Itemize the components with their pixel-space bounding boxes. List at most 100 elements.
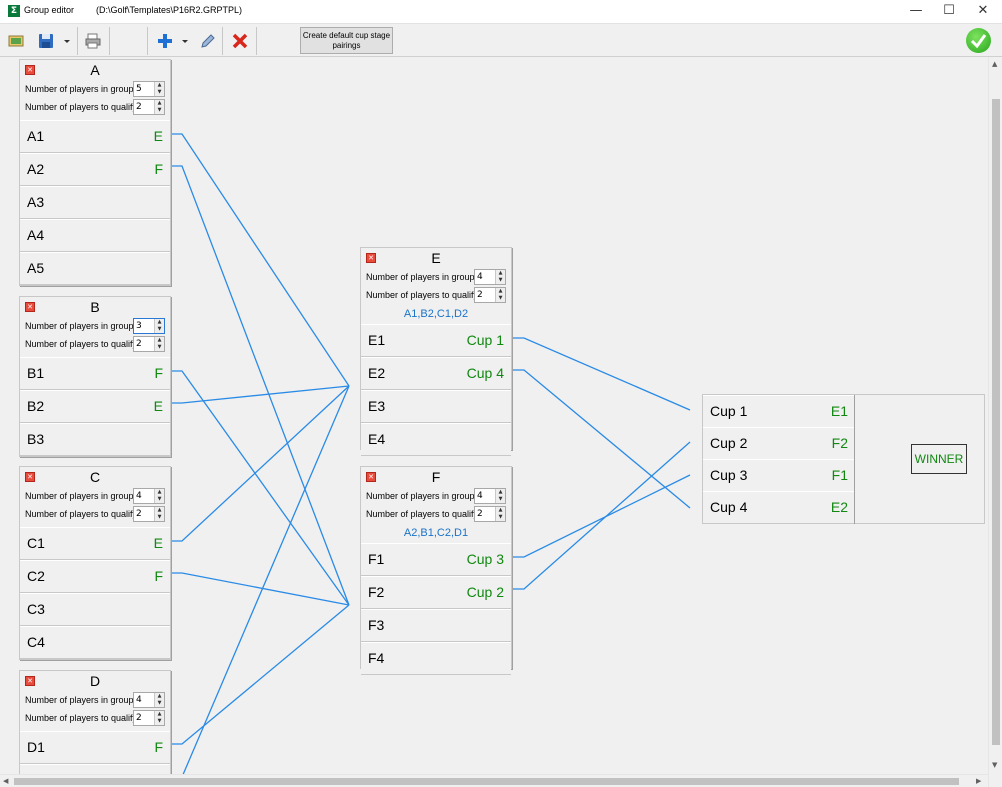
group-b: ✕ B Number of players in group: 3▲▼ Numb…	[19, 296, 171, 457]
window-file-path: (D:\Golf\Templates\P16R2.GRPTPL)	[96, 5, 243, 15]
scroll-down-icon[interactable]: ▼	[992, 761, 998, 769]
save-icon[interactable]	[38, 30, 56, 52]
player-row[interactable]: E4	[361, 423, 511, 456]
players-in-group-stepper[interactable]: 4▲▼	[474, 269, 506, 285]
title-bar: Σ Group editor (D:\Golf\Templates\P16R2.…	[0, 0, 1002, 23]
group-c: ✕ C Number of players in group: 4▲▼ Numb…	[19, 466, 171, 660]
group-e: ✕ E Number of players in group: 4▲▼ Numb…	[360, 247, 512, 456]
players-to-qualify-label: Number of players to qualify:	[25, 102, 140, 112]
group-name: B	[90, 299, 100, 315]
delete-group-icon[interactable]: ✕	[25, 65, 35, 75]
players-to-qualify-stepper[interactable]: 2▲▼	[133, 336, 165, 352]
players-in-group-stepper[interactable]: 3▲▼	[133, 318, 165, 334]
player-row[interactable]: A3	[20, 186, 170, 219]
vertical-scroll-thumb[interactable]	[992, 99, 1000, 745]
group-canvas: ✕ A Number of players in group: 5▲▼ Numb…	[0, 57, 988, 774]
horizontal-scroll-thumb[interactable]	[14, 778, 959, 785]
delete-group-icon[interactable]: ✕	[366, 472, 376, 482]
player-row[interactable]: C4	[20, 626, 170, 659]
scroll-right-icon[interactable]: ▶	[976, 777, 982, 785]
players-to-qualify-stepper[interactable]: 2▲▼	[474, 287, 506, 303]
players-to-qualify-stepper[interactable]: 2▲▼	[133, 99, 165, 115]
player-row[interactable]: C3	[20, 593, 170, 626]
maximize-button[interactable]: ☐	[943, 3, 955, 18]
delete-icon[interactable]	[231, 30, 249, 52]
player-row[interactable]: A4	[20, 219, 170, 252]
group-name: F	[431, 469, 441, 485]
close-button[interactable]: ✕	[977, 3, 989, 18]
player-row[interactable]: F3	[361, 609, 511, 642]
players-to-qualify-stepper[interactable]: 2▲▼	[474, 506, 506, 522]
edit-icon[interactable]	[199, 30, 217, 52]
group-a: ✕ A Number of players in group: 5▲▼ Numb…	[19, 59, 171, 286]
player-row[interactable]: B3	[20, 423, 170, 456]
horizontal-scrollbar[interactable]: ◀ ▶	[0, 774, 988, 787]
toolbar: Create default cup stage pairings	[0, 23, 1002, 57]
minimize-button[interactable]: —	[909, 3, 923, 18]
players-to-qualify-label: Number of players to qualify:	[25, 713, 140, 723]
app-icon: Σ	[8, 5, 20, 17]
player-row[interactable]: F4	[361, 642, 511, 675]
players-in-group-label: Number of players in group:	[366, 272, 478, 282]
delete-group-icon[interactable]: ✕	[25, 302, 35, 312]
players-in-group-stepper[interactable]: 5▲▼	[133, 81, 165, 97]
players-in-group-label: Number of players in group:	[25, 84, 137, 94]
players-in-group-label: Number of players in group:	[25, 321, 137, 331]
vertical-scrollbar[interactable]: ▲ ▼	[988, 57, 1002, 787]
group-name: A	[90, 62, 100, 78]
save-dropdown-icon[interactable]	[62, 30, 72, 52]
players-to-qualify-label: Number of players to qualify:	[366, 509, 481, 519]
connection-lines	[171, 133, 910, 774]
players-in-group-label: Number of players in group:	[25, 695, 137, 705]
player-row[interactable]: E3	[361, 390, 511, 423]
scroll-up-icon[interactable]: ▲	[992, 60, 998, 68]
players-in-group-stepper[interactable]: 4▲▼	[474, 488, 506, 504]
scroll-left-icon[interactable]: ◀	[3, 777, 9, 785]
group-name: C	[89, 469, 101, 485]
window-title: Group editor	[24, 5, 75, 15]
ok-icon[interactable]	[966, 28, 991, 53]
player-row[interactable]: A5	[20, 252, 170, 285]
players-in-group-label: Number of players in group:	[366, 491, 478, 501]
players-to-qualify-label: Number of players to qualify:	[25, 339, 140, 349]
group-name: E	[431, 250, 441, 266]
players-in-group-stepper[interactable]: 4▲▼	[133, 692, 165, 708]
winner-box: WINNER	[911, 444, 967, 474]
players-to-qualify-stepper[interactable]: 2▲▼	[133, 710, 165, 726]
players-in-group-stepper[interactable]: 4▲▼	[133, 488, 165, 504]
players-in-group-label: Number of players in group:	[25, 491, 137, 501]
group-d: ✕ D Number of players in group: 4▲▼ Numb…	[19, 670, 171, 774]
players-to-qualify-label: Number of players to qualify:	[25, 509, 140, 519]
add-dropdown-icon[interactable]	[180, 30, 190, 52]
players-to-qualify-stepper[interactable]: 2▲▼	[133, 506, 165, 522]
players-to-qualify-label: Number of players to qualify:	[366, 290, 481, 300]
open-icon[interactable]	[8, 30, 26, 52]
create-cup-pairings-button[interactable]: Create default cup stage pairings	[300, 27, 393, 54]
add-icon[interactable]	[156, 30, 174, 52]
group-source-list: A2,B1,C2,D1	[403, 527, 469, 539]
group-f: ✕ F Number of players in group: 4▲▼ Numb…	[360, 466, 512, 675]
group-name: D	[89, 673, 101, 689]
player-row[interactable]: D2E	[20, 764, 170, 774]
delete-group-icon[interactable]: ✕	[25, 676, 35, 686]
delete-group-icon[interactable]: ✕	[25, 472, 35, 482]
print-icon[interactable]	[84, 30, 102, 52]
delete-group-icon[interactable]: ✕	[366, 253, 376, 263]
group-source-list: A1,B2,C1,D2	[403, 308, 469, 320]
